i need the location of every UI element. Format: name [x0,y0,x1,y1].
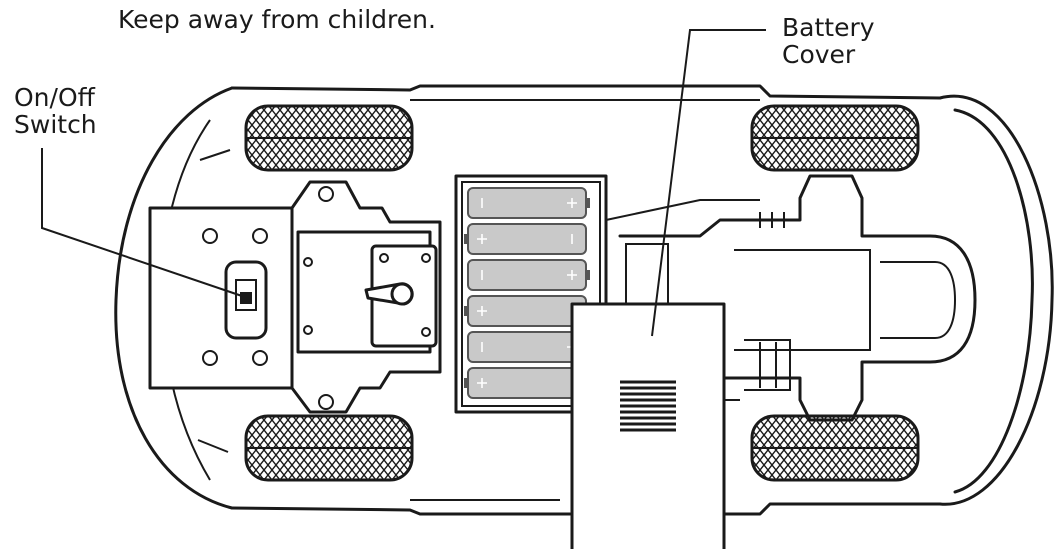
battery-cell [464,296,586,326]
battery-cell [468,260,590,290]
battery-cell [464,368,586,398]
wheel-rear-left [246,416,412,480]
battery-cell [464,224,586,254]
battery-cell [468,188,590,218]
battery-cover-leader [652,30,766,336]
battery-cover [572,304,724,549]
wheel-front-right [752,106,918,170]
motor-mount [292,182,440,412]
wheel-front-left [246,106,412,170]
battery-cover-grip [620,382,676,430]
wheel-rear-right [752,416,918,480]
switch-plate [150,208,292,388]
